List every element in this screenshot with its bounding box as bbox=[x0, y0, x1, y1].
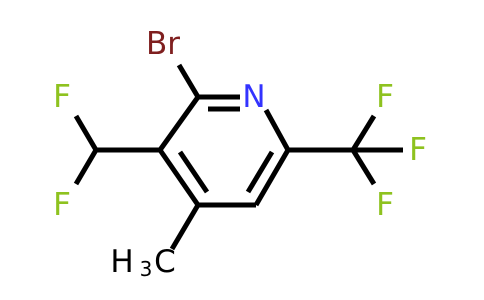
atom-bromine: Br bbox=[146, 26, 180, 62]
atom-nitrogen: N bbox=[242, 79, 265, 115]
bond-c6-n bbox=[263, 108, 291, 152]
atom-fluorine-cf3-bottom: F bbox=[376, 187, 394, 223]
atom-labels: Br N F F F F F H 3 C bbox=[53, 26, 427, 281]
bond-c2-c3 bbox=[157, 95, 201, 152]
atom-fluorine-cf3-right: F bbox=[409, 132, 427, 168]
bond-c5-c6 bbox=[253, 148, 291, 207]
bond-chf2-f-upper bbox=[73, 114, 99, 152]
methyl-carbon: C bbox=[154, 244, 176, 280]
bonds bbox=[73, 63, 403, 251]
bond-cf3-f-bottom bbox=[350, 148, 377, 186]
atom-fluorine-chf2-lower: F bbox=[53, 187, 71, 223]
atom-fluorine-cf3-top: F bbox=[376, 79, 394, 115]
bond-c4-methyl bbox=[169, 203, 201, 251]
methyl-hydrogen: H bbox=[110, 244, 133, 280]
bond-c2-br bbox=[176, 63, 201, 99]
bond-chf2-f-lower bbox=[73, 148, 99, 186]
atom-fluorine-chf2-upper: F bbox=[53, 79, 71, 115]
bond-c3-c4-inner bbox=[177, 150, 210, 194]
bond-cf3-f-top bbox=[350, 114, 377, 152]
methyl-group-label: H 3 C bbox=[110, 244, 175, 281]
bond-c3-c4 bbox=[157, 148, 201, 207]
bond-c5-c6-inner bbox=[245, 150, 275, 194]
methyl-subscript: 3 bbox=[140, 257, 153, 281]
